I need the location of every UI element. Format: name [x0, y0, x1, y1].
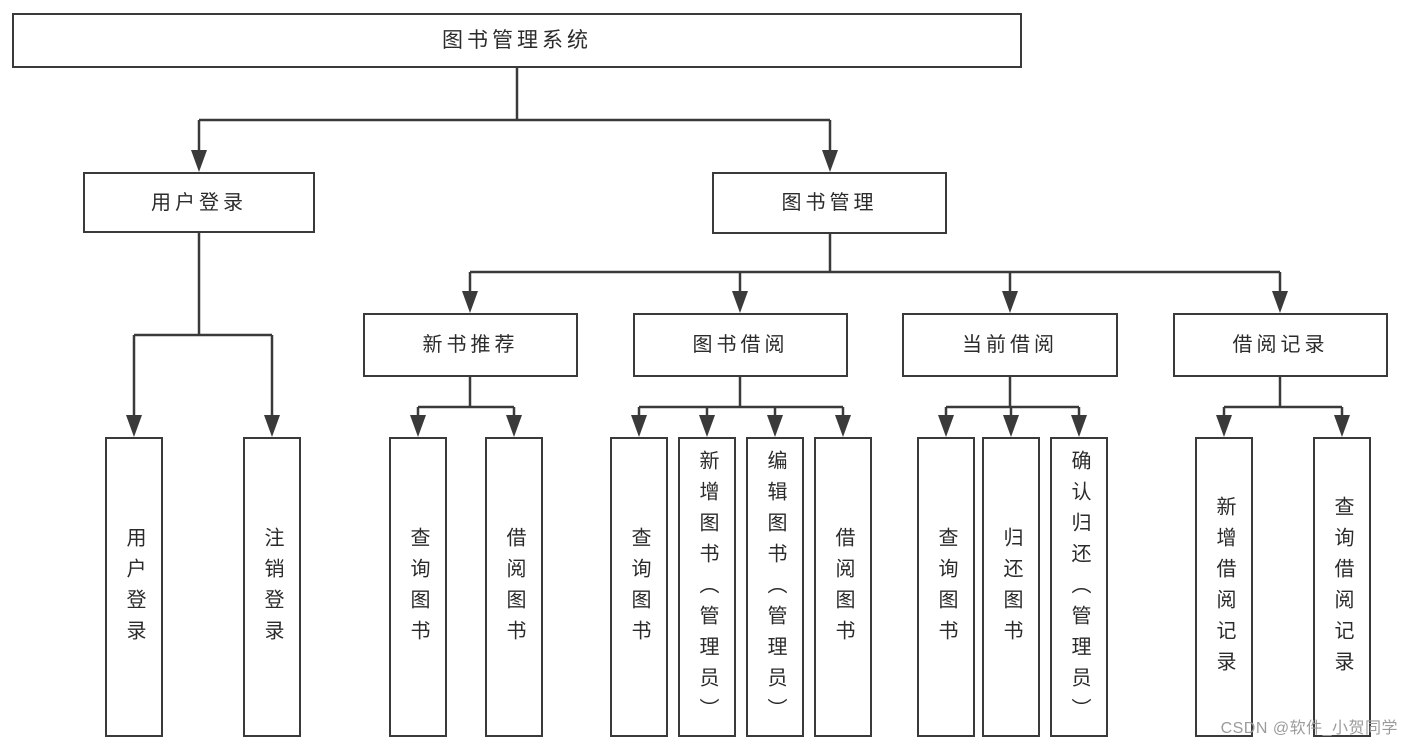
- leaf-add-borrow-record: 新增借阅记录: [1195, 437, 1253, 737]
- arrowhead: [1071, 415, 1087, 437]
- leaf-borrow-books-recommend: 借阅图书: [485, 437, 543, 737]
- node-user-login: 用户登录: [83, 172, 315, 233]
- arrowhead: [822, 150, 838, 172]
- arrowheads: [126, 150, 1350, 437]
- leaf-query-books-recommend: 查询图书: [389, 437, 447, 737]
- leaf-edit-books-admin: 编辑图书（管理员）: [746, 437, 804, 737]
- watermark: CSDN @软件_小贺同学: [1220, 720, 1398, 737]
- node-borrow-records: 借阅记录: [1173, 313, 1388, 377]
- arrowhead: [1003, 415, 1019, 437]
- arrowhead: [264, 415, 280, 437]
- arrowhead: [1216, 415, 1232, 437]
- arrowhead: [631, 415, 647, 437]
- leaf-add-books-admin: 新增图书（管理员）: [678, 437, 736, 737]
- arrowhead: [462, 291, 478, 313]
- node-book-management: 图书管理: [712, 172, 947, 234]
- arrowhead: [191, 150, 207, 172]
- leaf-query-books-borrow: 查询图书: [610, 437, 668, 737]
- arrowhead: [506, 415, 522, 437]
- arrowhead: [732, 291, 748, 313]
- leaf-logout: 注销登录: [243, 437, 301, 737]
- arrowhead: [1002, 291, 1018, 313]
- arrowhead: [938, 415, 954, 437]
- node-current-borrow: 当前借阅: [902, 313, 1118, 377]
- arrowhead: [1334, 415, 1350, 437]
- leaf-query-borrow-record: 查询借阅记录: [1313, 437, 1371, 737]
- arrowhead: [699, 415, 715, 437]
- arrowhead: [1272, 291, 1288, 313]
- arrowhead: [835, 415, 851, 437]
- node-new-book-recommend: 新书推荐: [363, 313, 578, 377]
- arrowhead: [767, 415, 783, 437]
- leaf-query-books-current: 查询图书: [917, 437, 975, 737]
- leaf-user-login: 用户登录: [105, 437, 163, 737]
- leaf-return-books: 归还图书: [982, 437, 1040, 737]
- leaf-borrow-books: 借阅图书: [814, 437, 872, 737]
- leaf-confirm-return-admin: 确认归还（管理员）: [1050, 437, 1108, 737]
- node-book-borrow: 图书借阅: [633, 313, 848, 377]
- arrowhead: [126, 415, 142, 437]
- node-root: 图书管理系统: [12, 13, 1022, 68]
- arrowhead: [410, 415, 426, 437]
